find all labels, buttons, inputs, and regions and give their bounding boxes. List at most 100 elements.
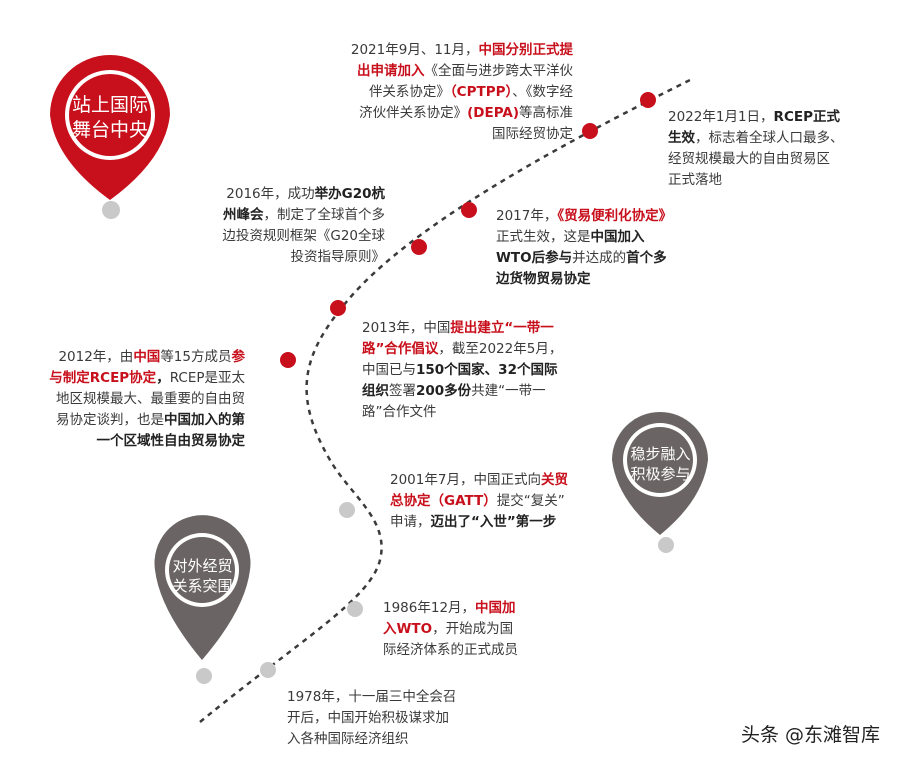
e2001-text-7: 迈出了“入世”第一步 [430,514,557,530]
timeline-nodes [260,92,656,678]
node-2013 [330,300,346,316]
node-2017 [461,202,477,218]
pin-stage-3-line-1: 站上国际 [71,94,148,116]
pin-stage-3-anchor [102,201,120,219]
e2013-text-9: 组织 [362,383,389,399]
pin-stage-2-line-2: 积极参与 [630,465,691,483]
e2013-text-11: 200多份 [416,383,472,399]
node-2016 [411,239,427,255]
e2012-text-14: 一个区域性自由贸易协定 [96,433,246,449]
e1986-text-3: 入WTO [383,621,433,637]
node-2021 [582,123,598,139]
event-2016: 2016年，成功举办G20杭州峰会，制定了全球首个多边投资规则框架《G20全球投… [170,184,385,268]
e2021-text-3: 出申请加入 [357,63,425,79]
e2001-text-4: 提交“复关” [496,493,565,509]
pin-stage-3-label: 站上国际 舞台中央 [60,93,160,143]
e2012-text-9: 地区规模最大、最重要的自由贸 [56,391,245,407]
e2016-text-6: 边投资规则框架《G20全球 [222,228,385,244]
e2013-text-1: 提出建立“一带一 [450,320,554,336]
watermark: 头条 @东滩智库 [740,724,880,746]
event-2001: 2001年7月，中国正式向关贸总协定（GATT）提交“复关” 申请，迈出了“入世”… [390,470,610,533]
e2021-text-7: （CPTPP） [449,84,513,100]
e1986-text-1: 中国加 [475,600,516,616]
e2022-text-3: 生效 [668,130,695,146]
e1978-text-0: 1978年，十一届三中全会召 [287,689,457,705]
e1986-text-4: ，开始成为国 [432,621,514,637]
node-1978 [260,662,276,678]
event-2021: 2021年9月、11月，中国分别正式提出申请加入《全面与进步跨太平洋伙伴关系协定… [318,40,573,145]
e2022-text-8: 正式落地 [668,172,722,188]
e1978-text-2: 开后，中国开始积极谋求加 [287,710,449,726]
e2021-text-12: 等高标准 [519,105,573,121]
node-2022 [640,92,656,108]
e2016-text-4: ，制定了全球首个多 [263,207,386,223]
event-2012: 2012年，由中国等15方成员参与制定RCEP协定，RCEP是亚太地区规模最大、… [30,347,245,452]
pin-stage-2 [612,412,708,553]
e2021-text-11: (DEPA) [467,105,519,121]
pin-stage-2-label: 稳步融入 积极参与 [618,444,703,484]
e2013-text-14: 路”合作文件 [362,404,437,420]
pin-stage-2-line-1: 稳步融入 [630,445,691,463]
e2013-text-12: 共建“一带一 [471,383,546,399]
timeline-path [199,78,691,723]
e2001-text-3: 总协定（GATT） [390,493,497,509]
e2017-text-7: 并达成的 [572,250,627,266]
event-1978: 1978年，十一届三中全会召开后，中国开始积极谋求加入各种国际经济组织 [287,687,517,750]
e2021-text-8: 、《数字经 [512,84,573,100]
e2017-text-0: 2017年， [496,208,558,224]
e2013-text-7: 150个国家、32个国际 [416,362,558,378]
e2016-text-0: 2016年，成功 [226,186,315,202]
e2021-text-10: 济伙伴关系协定》 [359,105,468,121]
e2021-text-4: 《全面与进步跨太平洋伙 [424,63,574,79]
pin-stage-1 [154,515,251,684]
e2021-text-1: 中国分别正式提 [478,42,574,58]
e2012-text-2: 等15方成员 [160,349,232,365]
e2016-text-1: 举办G20杭 [314,186,385,202]
e2013-text-3: 路”合作倡议 [362,341,439,357]
e2017-text-6: WTO后参与 [496,250,573,266]
e2016-text-8: 投资指导原则》 [290,249,386,265]
e2022-text-1: RCEP正式 [773,109,840,125]
e2001-text-6: 申请， [390,514,431,530]
node-2012 [280,352,296,368]
e2013-text-10: 签署 [389,383,416,399]
e2012-text-11: 易协定谈判，也是 [56,412,164,428]
event-2022: 2022年1月1日，RCEP正式生效，标志着全球人口最多、经贸规模最大的自由贸易… [668,107,868,191]
e2022-text-6: 经贸规模最大的自由贸易区 [668,151,830,167]
e2021-text-6: 伴关系协定》 [368,84,450,100]
e2012-text-6: ， [156,370,170,386]
pin-stage-3-line-2: 舞台中央 [71,119,148,141]
e2013-text-0: 2013年，中国 [362,320,451,336]
pin-stage-1-label: 对外经贸 关系突围 [160,556,245,596]
e1986-text-6: 际经济体系的正式成员 [383,642,518,658]
pin-stage-1-line-2: 关系突围 [172,577,233,595]
e2013-text-6: 中国已与 [362,362,416,378]
event-1986: 1986年12月，中国加入WTO，开始成为国际经济体系的正式成员 [383,598,583,661]
e2021-text-0: 2021年9月、11月， [350,42,479,58]
e2017-text-8: 首个多 [626,250,667,266]
e2021-text-14: 国际经贸协定 [492,126,573,142]
e2001-text-0: 2001年7月，中国正式向 [390,472,541,488]
e2012-text-0: 2012年，由 [58,349,134,365]
pin-stage-3 [50,55,170,219]
e2016-text-3: 州峰会 [223,207,264,223]
e2013-text-4: ，截至2022年5月， [438,341,563,357]
pin-stage-2-anchor [658,537,674,553]
node-1986 [347,601,363,617]
e2017-text-1: 《贸易便利化协定》 [557,208,673,224]
event-2013: 2013年，中国提出建立“一带一路”合作倡议，截至2022年5月， 中国已与150… [362,318,602,423]
node-2001 [339,502,355,518]
e2012-text-7: RCEP是亚太 [169,370,245,386]
e2012-text-5: 与制定RCEP协定 [49,370,157,386]
e1978-text-4: 入各种国际经济组织 [287,731,409,747]
e2001-text-1: 关贸 [540,472,568,488]
e2017-text-3: 正式生效，这是 [496,229,591,245]
pin-stage-1-line-1: 对外经贸 [172,557,233,575]
e2012-text-12: 中国加入的第 [164,412,245,428]
e2022-text-0: 2022年1月1日， [668,109,774,125]
e2012-text-1: 中国 [133,349,161,365]
e1986-text-0: 1986年12月， [383,600,476,616]
e2022-text-4: ，标志着全球人口最多、 [695,130,844,146]
